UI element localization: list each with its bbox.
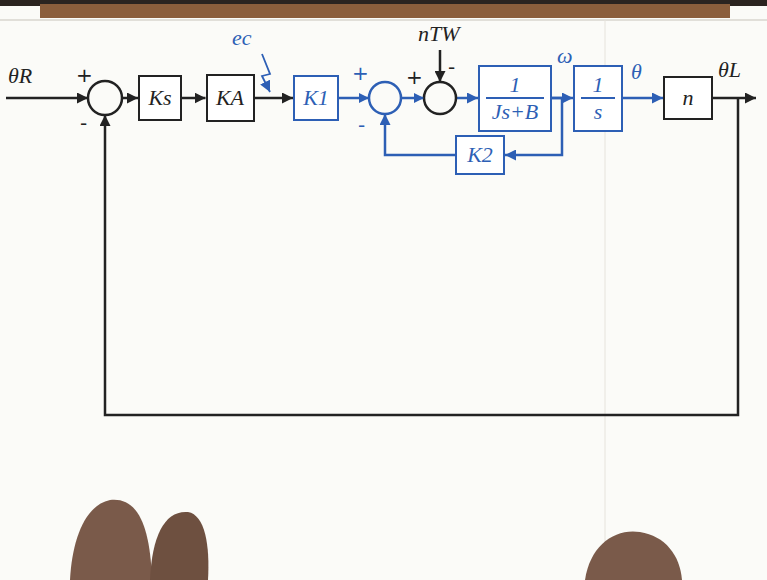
sign-plus: + xyxy=(352,62,369,84)
block-text: 1 xyxy=(486,72,544,99)
summing-junction xyxy=(88,81,122,115)
gain-block: KA xyxy=(206,74,255,122)
signal-name: ec xyxy=(232,26,252,50)
summing-junction xyxy=(369,82,401,114)
hand xyxy=(585,531,682,580)
signal-connector xyxy=(255,97,294,100)
sign-plus: + xyxy=(406,66,423,88)
block-text: s xyxy=(594,99,603,124)
transfer-function-block: 1Js+B xyxy=(478,65,552,132)
gain-block: Ks xyxy=(138,75,182,121)
hand xyxy=(150,512,208,580)
block-text: K2 xyxy=(467,142,493,167)
signal-connector xyxy=(623,97,663,100)
block-text: KA xyxy=(216,85,244,110)
arrowhead xyxy=(414,93,424,103)
output-wire xyxy=(713,97,756,100)
sign-minus: - xyxy=(448,56,455,78)
disturbance-wire xyxy=(439,50,442,82)
input-wire xyxy=(6,97,88,100)
gear-ratio-block: n xyxy=(663,76,713,120)
feedback-wire xyxy=(385,114,455,155)
sign-plus: + xyxy=(76,64,93,86)
feedback-gain-block: K2 xyxy=(455,135,505,175)
block-text: Js+B xyxy=(492,99,539,124)
wooden-frame xyxy=(40,4,730,18)
block-text: n xyxy=(683,85,694,110)
output-signal: θL xyxy=(718,58,741,82)
disturbance-signal: nTW xyxy=(418,22,460,46)
sign-minus: - xyxy=(80,112,87,134)
error-wire xyxy=(122,97,138,100)
gain-block: K1 xyxy=(293,75,339,121)
input-signal: θR xyxy=(8,64,32,88)
paper-edge xyxy=(0,19,767,21)
integrator-block: 1s xyxy=(573,65,623,132)
block-text: 1 xyxy=(581,72,615,99)
hand xyxy=(70,500,152,580)
block-text: K1 xyxy=(303,85,329,110)
signal-connector xyxy=(182,97,206,100)
signal-name: θ xyxy=(631,60,642,84)
block-text: Ks xyxy=(148,85,171,110)
feedback-wire xyxy=(105,98,738,415)
signal-name: ω xyxy=(557,44,573,68)
arrowhead xyxy=(359,93,369,103)
summing-junction xyxy=(424,82,456,114)
sign-minus: - xyxy=(358,114,365,136)
signal-pointer xyxy=(262,54,270,92)
